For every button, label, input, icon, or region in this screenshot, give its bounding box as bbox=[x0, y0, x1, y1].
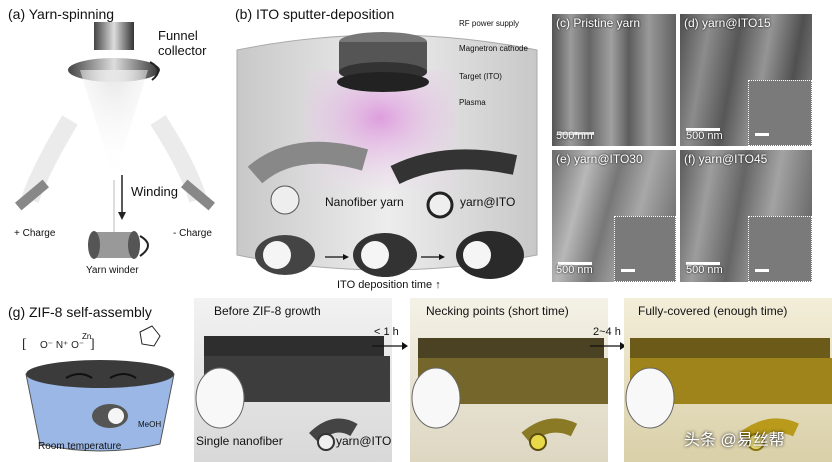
full-label: Fully-covered (enough time) bbox=[638, 304, 788, 318]
panel-g-title: (g) ZIF-8 self-assembly bbox=[8, 304, 152, 320]
single-nanofiber-label: Single nanofiber bbox=[196, 434, 283, 448]
bare-nanofibers bbox=[195, 336, 390, 451]
panel-a: (a) Yarn-spinning Funnel collector Windi… bbox=[0, 0, 230, 290]
scale-label-d: 500 nm bbox=[686, 130, 723, 142]
sem-e-inset bbox=[614, 216, 676, 282]
zif8-beaker: [ O⁻ N⁺ O⁻ ] bbox=[22, 325, 175, 452]
panel-g: (g) ZIF-8 self-assembly [ O⁻ N⁺ O⁻ ] Zn … bbox=[0, 298, 832, 462]
sem-panel-f: (f) yarn@ITO45 500 nm bbox=[680, 150, 812, 282]
sem-f-inset bbox=[748, 216, 812, 282]
deposition-time-label: ITO deposition time ↑ bbox=[337, 279, 441, 291]
yarn-ito-label-b: yarn@ITO bbox=[460, 195, 516, 209]
scale-bar-c bbox=[558, 132, 594, 135]
magnetron-label: Magnetron cathode bbox=[459, 44, 528, 53]
before-label: Before ZIF-8 growth bbox=[214, 304, 321, 318]
sputter-chamber bbox=[236, 32, 538, 279]
sem-f-inset-scale bbox=[755, 269, 769, 272]
sem-c-title: (c) Pristine yarn bbox=[556, 16, 641, 30]
scale-bar-f bbox=[686, 262, 720, 265]
plus-charge-label: + Charge bbox=[14, 228, 56, 239]
sem-f-title: (f) yarn@ITO45 bbox=[684, 152, 768, 166]
yarn-winder-label: Yarn winder bbox=[86, 265, 139, 276]
svg-text:O⁻ N⁺ O⁻: O⁻ N⁺ O⁻ bbox=[40, 340, 84, 351]
necking-nanofibers bbox=[411, 338, 608, 451]
sem-panel-d: (d) yarn@ITO15 500 nm bbox=[680, 14, 812, 146]
stage-full: Fully-covered (enough time) 头条 @易丝帮 bbox=[624, 298, 832, 462]
stage-necking: Necking points (short time) bbox=[410, 298, 608, 462]
sem-d-inset-scale bbox=[755, 133, 769, 136]
minus-charge-label: - Charge bbox=[173, 228, 212, 239]
arrow-2 bbox=[590, 342, 626, 350]
scale-bar-d bbox=[686, 128, 720, 131]
covered-nanofibers bbox=[625, 338, 832, 451]
scale-label-e: 500 nm bbox=[556, 264, 593, 276]
sem-d-title: (d) yarn@ITO15 bbox=[684, 16, 771, 30]
svg-text:]: ] bbox=[90, 337, 95, 352]
sem-e-inset-scale bbox=[621, 269, 635, 272]
zn-label: Zn bbox=[82, 332, 92, 341]
watermark: 头条 @易丝帮 bbox=[684, 432, 785, 449]
nanofiber-yarn-label: Nanofiber yarn bbox=[325, 195, 404, 209]
winding-label: Winding bbox=[131, 184, 178, 199]
scale-label-f: 500 nm bbox=[686, 264, 723, 276]
scale-bar-e bbox=[558, 262, 592, 265]
sem-panel-e: (e) yarn@ITO30 500 nm bbox=[552, 150, 676, 282]
arrow-1 bbox=[372, 342, 408, 350]
plasma-label: Plasma bbox=[459, 98, 486, 107]
target-label: Target (ITO) bbox=[459, 72, 502, 81]
spinning-illustration bbox=[14, 22, 216, 259]
panel-a-title: (a) Yarn-spinning bbox=[8, 6, 115, 22]
meoh-label: MeOH bbox=[138, 420, 162, 429]
sem-panel-c: (c) Pristine yarn 500 nm bbox=[552, 14, 676, 146]
scale-label-c: 500 nm bbox=[556, 130, 593, 142]
rf-power-label: RF power supply bbox=[459, 19, 520, 28]
sem-d-inset bbox=[748, 80, 812, 146]
svg-text:[: [ bbox=[22, 337, 27, 352]
panel-b: (b) ITO sputter-deposition RF power supp… bbox=[225, 0, 550, 295]
sem-e-title: (e) yarn@ITO30 bbox=[556, 152, 643, 166]
stage-before: Before ZIF-8 growth Single nanofiber yar… bbox=[194, 298, 392, 462]
arrow-2-label: 2~4 h bbox=[593, 326, 621, 338]
yarn-ito-label-g: yarn@ITO bbox=[336, 434, 392, 448]
panel-b-title: (b) ITO sputter-deposition bbox=[235, 6, 395, 22]
necking-label: Necking points (short time) bbox=[426, 304, 569, 318]
funnel-collector-label: Funnel collector bbox=[158, 28, 207, 58]
arrow-1-label: < 1 h bbox=[374, 326, 399, 338]
room-temperature-label: Room temperature bbox=[38, 441, 122, 452]
